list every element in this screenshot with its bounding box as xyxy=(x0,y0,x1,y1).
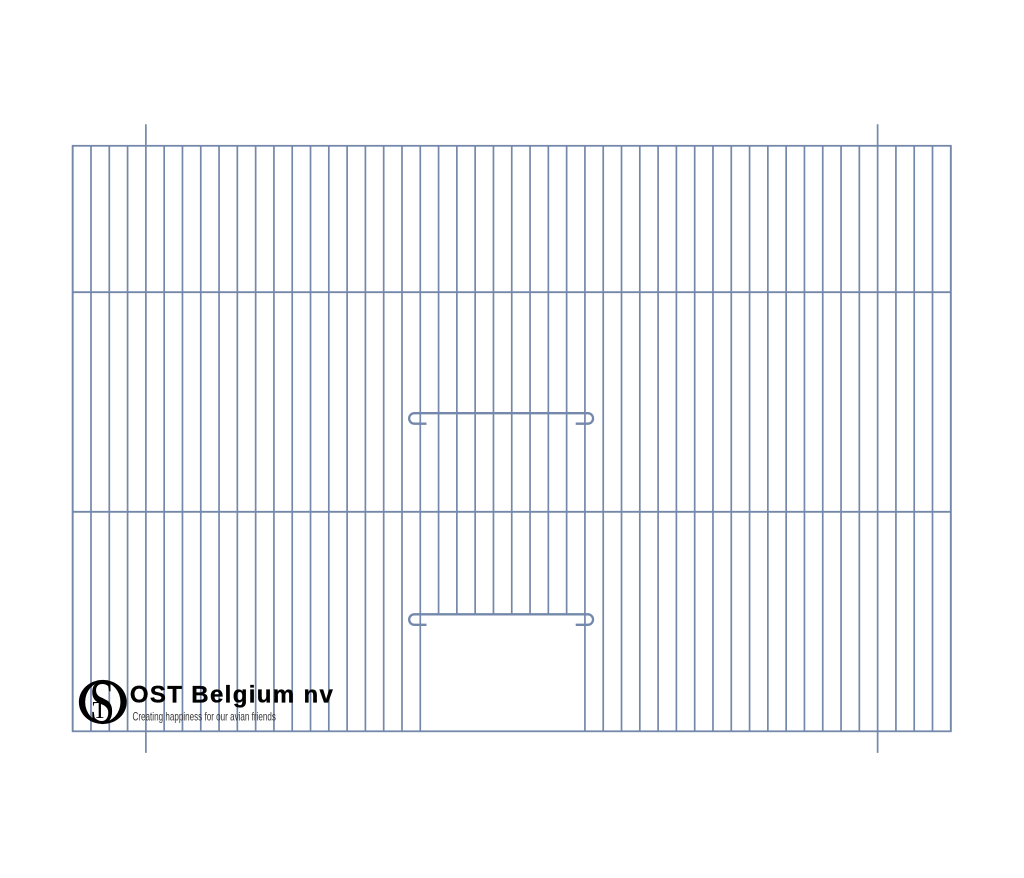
svg-text:OST Belgium nv: OST Belgium nv xyxy=(130,682,334,709)
svg-text:S: S xyxy=(89,667,115,736)
svg-text:T: T xyxy=(92,698,107,724)
svg-text:Creating happiness for our avi: Creating happiness for our avian friends xyxy=(133,711,276,724)
